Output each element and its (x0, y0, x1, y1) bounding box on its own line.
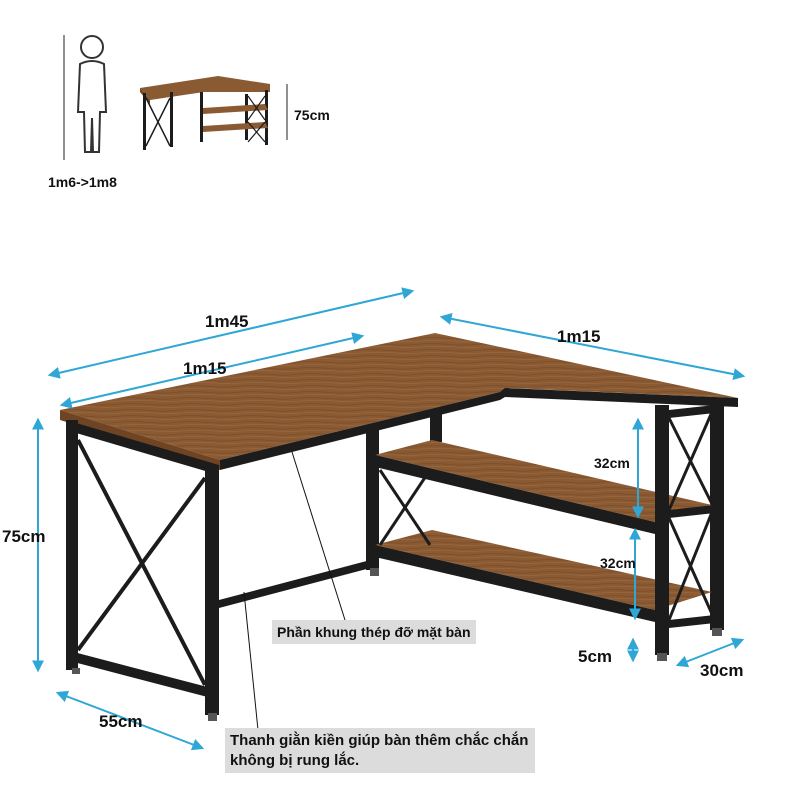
desk-main (60, 333, 738, 721)
upper-shelf (375, 440, 712, 522)
leader-brace (243, 591, 259, 731)
person-icon (76, 35, 108, 153)
leader-frame (291, 451, 346, 621)
top-long-label: 1m45 (205, 312, 249, 331)
shelf-lower-label: 32cm (600, 555, 636, 571)
left-front-leg (205, 465, 219, 715)
top-inner-label: 1m15 (183, 359, 227, 378)
shelf-upper-label: 32cm (594, 455, 630, 471)
lower-shelf (375, 530, 712, 610)
dim-top-right (439, 312, 746, 381)
top-right-label: 1m15 (557, 327, 601, 346)
frame-note: Phần khung thép đỡ mặt bàn (272, 620, 476, 645)
leader-lines (243, 451, 346, 731)
depth-left-label: 55cm (99, 712, 143, 731)
dim-depth-right (675, 637, 745, 668)
foot-clearance-label: 5cm (578, 647, 613, 666)
depth-right-label: 30cm (700, 661, 744, 680)
dim-depth-left (55, 690, 205, 751)
mini-height-label: 75cm (294, 107, 330, 123)
dimension-arrows (32, 287, 746, 751)
mini-desk (140, 76, 270, 150)
left-back-leg (66, 420, 78, 670)
rear-stretcher-bar (219, 558, 378, 608)
height-left-label: 75cm (2, 527, 46, 546)
brace-note: Thanh giằn kiền giúp bàn thêm chắc chắn … (225, 728, 535, 773)
person-reference (63, 35, 108, 160)
person-height-label: 1m6->1m8 (48, 174, 117, 190)
dim-top-inner (59, 332, 365, 409)
right-front-leg (655, 405, 669, 655)
